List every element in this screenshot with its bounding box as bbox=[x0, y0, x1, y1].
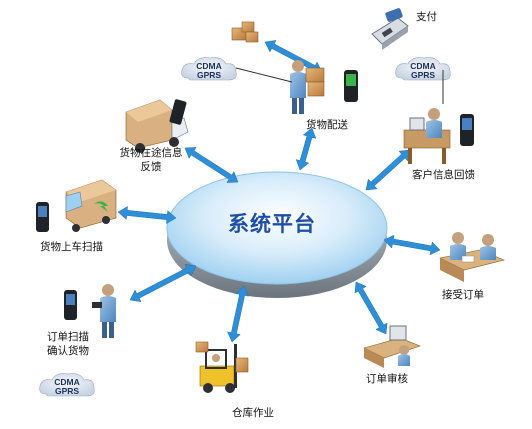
connection-arrows bbox=[117, 40, 441, 343]
order-review-label: 订单审核 bbox=[366, 373, 408, 385]
in-transit-label-line1: 货物在途信息 bbox=[119, 147, 183, 159]
customer-feedback-label: 客户信息回馈 bbox=[412, 169, 475, 181]
delivery-truck-icon bbox=[125, 99, 189, 153]
cloud-line-2: GPRS bbox=[55, 386, 79, 396]
warehouse-label: 仓库作业 bbox=[232, 407, 274, 419]
cargo-box-icon bbox=[231, 21, 259, 43]
in-transit-label: 货物在途信息 反馈 bbox=[106, 146, 196, 174]
platform-title: 系统平台 bbox=[228, 212, 316, 236]
scanner-worker-icon bbox=[64, 284, 116, 338]
platform-disk bbox=[166, 171, 388, 298]
accept-order-label: 接受订单 bbox=[442, 289, 484, 301]
loading-truck-icon bbox=[36, 179, 117, 232]
in-transit-label-line2: 反馈 bbox=[140, 161, 162, 173]
arrow-warehouse bbox=[227, 285, 249, 343]
arrow-order-scan bbox=[129, 263, 197, 303]
cloud-line-1: CDMA bbox=[54, 377, 80, 387]
card-terminal-icon bbox=[371, 8, 409, 50]
cloud-line-1: CDMA bbox=[410, 61, 436, 71]
loading-scan-label: 货物上车扫描 bbox=[40, 241, 103, 253]
forklift-icon bbox=[195, 341, 249, 393]
order-desk-icon bbox=[439, 232, 505, 282]
delivery-label: 货物配送 bbox=[306, 119, 348, 131]
review-desk-icon bbox=[363, 325, 421, 368]
network-cloud-1: CDMA GPRS bbox=[181, 57, 237, 81]
customer-desk-icon bbox=[403, 108, 474, 164]
cloud-line-2: GPRS bbox=[197, 70, 221, 80]
network-cloud-3: CDMA GPRS bbox=[39, 373, 95, 397]
cloud-line-1: CDMA bbox=[196, 61, 222, 71]
delivery-worker-icon bbox=[290, 60, 358, 114]
cloud-line-2: GPRS bbox=[411, 70, 435, 80]
arrow-loading-scan bbox=[117, 206, 177, 224]
arrow-in-transit bbox=[184, 147, 239, 183]
order-scan-label-line1: 订单扫描 bbox=[47, 331, 89, 343]
arrow-customer-feedback bbox=[365, 149, 411, 191]
network-cloud-2: CDMA GPRS bbox=[395, 57, 451, 81]
arrow-order-review bbox=[354, 281, 388, 335]
payment-label: 支付 bbox=[416, 11, 437, 23]
cloud-connector-lines bbox=[235, 67, 444, 104]
order-scan-label-line2: 确认货物 bbox=[47, 345, 89, 357]
arrow-delivery bbox=[295, 127, 317, 171]
arrow-accept-order bbox=[383, 234, 441, 256]
order-scan-label: 订单扫描 确认货物 bbox=[28, 330, 108, 358]
